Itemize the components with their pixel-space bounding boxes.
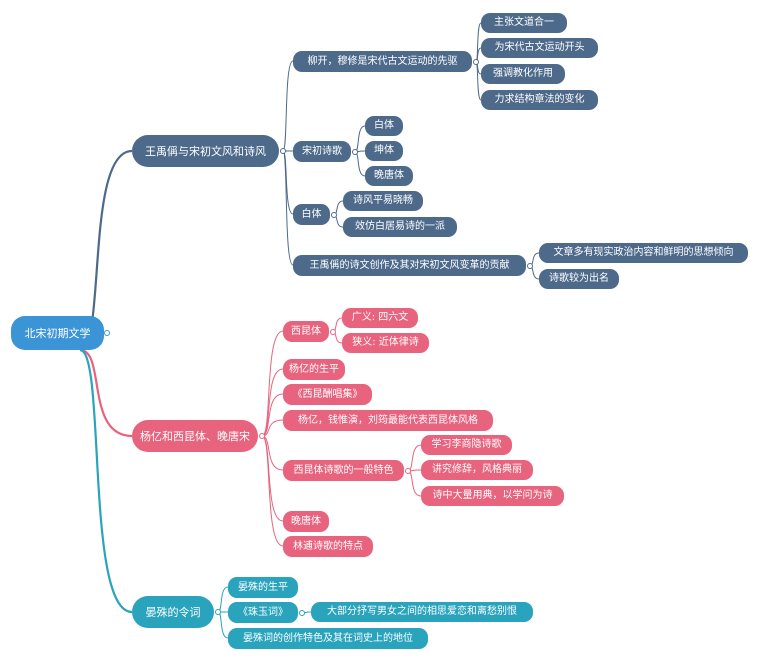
leaf-kunti[interactable]: 坤体	[365, 141, 403, 161]
connector	[475, 22, 482, 63]
leaf-label: 晚唐体	[374, 170, 404, 181]
topic-label: 晏殊的生平	[238, 581, 288, 593]
topic-zhuyu-ci[interactable]: 《珠玉词》	[228, 602, 298, 623]
leaf-label: 诗中大量用典，以学问为诗	[432, 490, 553, 501]
topic-label: 杨亿的生平	[289, 363, 339, 375]
leaf-label: 强调教化作用	[493, 68, 553, 79]
leaf-political[interactable]: 文章多有现实政治内容和鲜明的思想倾向	[539, 243, 748, 263]
leaf-zhangfa[interactable]: 力求结构章法的变化	[481, 90, 598, 110]
leaf-li-shangyin[interactable]: 学习李商隐诗歌	[421, 435, 512, 455]
branch-label: 王禹偁与宋初文风和诗风	[145, 144, 266, 158]
topic-wantang[interactable]: 晚唐体	[283, 511, 329, 532]
leaf-label: 狭义: 近体律诗	[352, 337, 419, 348]
leaf-wendao-heyi[interactable]: 主张文道合一	[481, 13, 567, 33]
leaf-pingyi[interactable]: 诗风平易晓畅	[343, 191, 423, 211]
leaf-broad[interactable]: 广义: 四六文	[342, 308, 418, 328]
topic-label: 《西昆酬唱集》	[292, 388, 363, 400]
collapse-toggle[interactable]	[352, 149, 358, 155]
topic-baiti[interactable]: 白体	[293, 204, 330, 225]
leaf-label: 文章多有现实政治内容和鲜明的思想倾向	[553, 247, 734, 258]
leaf-jiaohua[interactable]: 强调教化作用	[481, 64, 565, 84]
topic-label: 《珠玉词》	[238, 606, 288, 618]
topic-representatives[interactable]: 杨亿，钱惟演，刘筠最能代表西昆体风格	[283, 410, 493, 431]
leaf-label: 诗歌较为出名	[549, 273, 609, 284]
branch-yan-shu[interactable]: 晏殊的令词	[132, 596, 214, 628]
connector	[79, 348, 133, 438]
connector	[354, 125, 366, 153]
collapse-toggle[interactable]	[215, 609, 221, 615]
leaf-wantangti[interactable]: 晚唐体	[365, 166, 413, 186]
collapse-toggle[interactable]	[331, 212, 337, 218]
connector	[407, 470, 422, 497]
collapse-toggle[interactable]	[299, 610, 305, 616]
connector	[261, 435, 284, 547]
topic-label: 晏殊词的创作特色及其在词史上的地位	[243, 632, 413, 644]
topic-label: 林逋诗歌的特点	[293, 540, 363, 552]
leaf-narrow[interactable]: 狭义: 近体律诗	[342, 333, 429, 353]
branch-wang-yucheng[interactable]: 王禹偁与宋初文风和诗风	[132, 135, 279, 167]
leaf-label: 力求结构章法的变化	[494, 94, 585, 105]
leaf-label: 诗风平易晓畅	[353, 195, 413, 206]
leaf-poetry-famous[interactable]: 诗歌较为出名	[539, 269, 619, 289]
topic-label: 杨亿，钱惟演，刘筠最能代表西昆体风格	[298, 414, 478, 426]
topic-yan-shu-ci-features[interactable]: 晏殊词的创作特色及其在词史上的地位	[228, 628, 428, 649]
leaf-allusion[interactable]: 诗中大量用典，以学问为诗	[421, 486, 564, 506]
leaf-guwen-start[interactable]: 为宋代古文运动开头	[481, 38, 598, 58]
leaf-label: 大部分抒写男女之间的相思爱恋和离愁别恨	[327, 606, 517, 617]
topic-label: 西昆体	[291, 325, 321, 337]
connector	[217, 586, 229, 613]
branch-label: 杨亿和西昆体、晚唐宋	[140, 429, 250, 443]
leaf-label: 坤体	[374, 145, 394, 156]
topic-xikun-anthology[interactable]: 《西昆酬唱集》	[283, 384, 372, 405]
topic-xikun-features[interactable]: 西昆体诗歌的一般特色	[283, 460, 404, 481]
topic-label: 西昆体诗歌的一般特色	[293, 464, 394, 476]
leaf-label: 广义: 四六文	[351, 312, 409, 323]
connector	[261, 330, 284, 437]
topic-label: 白体	[301, 208, 322, 220]
connector	[407, 444, 422, 472]
collapse-toggle[interactable]	[104, 330, 110, 336]
collapse-toggle[interactable]	[280, 148, 286, 154]
collapse-toggle[interactable]	[330, 329, 336, 335]
leaf-label: 主张文道合一	[494, 17, 554, 28]
topic-yang-yi-life[interactable]: 杨亿的生平	[283, 359, 345, 380]
branch-yang-yi[interactable]: 杨亿和西昆体、晚唐宋	[132, 420, 258, 452]
topic-label: 柳开，穆修是宋代古文运动的先驱	[307, 55, 458, 67]
collapse-toggle[interactable]	[527, 263, 533, 269]
topic-contribution[interactable]: 王禹偁的诗文创作及其对宋初文风变革的贡献	[293, 255, 526, 276]
connector	[282, 60, 294, 152]
topic-label: 王禹偁的诗文创作及其对宋初文风变革的贡献	[309, 259, 510, 271]
root-label: 北宋初期文学	[24, 326, 91, 340]
topic-lin-bu[interactable]: 林逋诗歌的特点	[283, 536, 373, 557]
leaf-love-longing[interactable]: 大部分抒写男女之间的相思爱恋和离愁别恨	[311, 602, 533, 622]
collapse-toggle[interactable]	[405, 468, 411, 474]
leaf-bai-juyi[interactable]: 效仿白居易诗的一派	[343, 217, 457, 237]
topic-xikun[interactable]: 西昆体	[283, 321, 329, 342]
topic-pioneers[interactable]: 柳开，穆修是宋代古文运动的先驱	[293, 51, 472, 72]
leaf-label: 为宋代古文运动开头	[494, 42, 585, 53]
connector	[354, 151, 366, 177]
collapse-toggle[interactable]	[473, 59, 479, 65]
leaf-label: 讲究修辞，风格典丽	[432, 464, 522, 475]
topic-yan-shu-life[interactable]: 晏殊的生平	[228, 577, 298, 598]
collapse-toggle[interactable]	[259, 433, 265, 439]
connector	[217, 611, 229, 639]
connector	[475, 61, 482, 101]
leaf-baiti[interactable]: 白体	[365, 116, 403, 136]
connector	[261, 435, 284, 522]
root-node[interactable]: 北宋初期文学	[11, 316, 104, 350]
branch-label: 晏殊的令词	[145, 605, 201, 619]
topic-label: 晚唐体	[291, 515, 321, 527]
connector	[79, 348, 133, 614]
topic-label: 宋初诗歌	[302, 145, 342, 157]
topic-songchu-poetry[interactable]: 宋初诗歌	[293, 141, 351, 162]
leaf-label: 效仿白居易诗的一派	[355, 221, 445, 232]
leaf-label: 学习李商隐诗歌	[431, 439, 502, 450]
leaf-rhetoric[interactable]: 讲究修辞，风格典丽	[421, 460, 533, 480]
leaf-label: 白体	[374, 120, 394, 131]
connector	[282, 150, 294, 266]
